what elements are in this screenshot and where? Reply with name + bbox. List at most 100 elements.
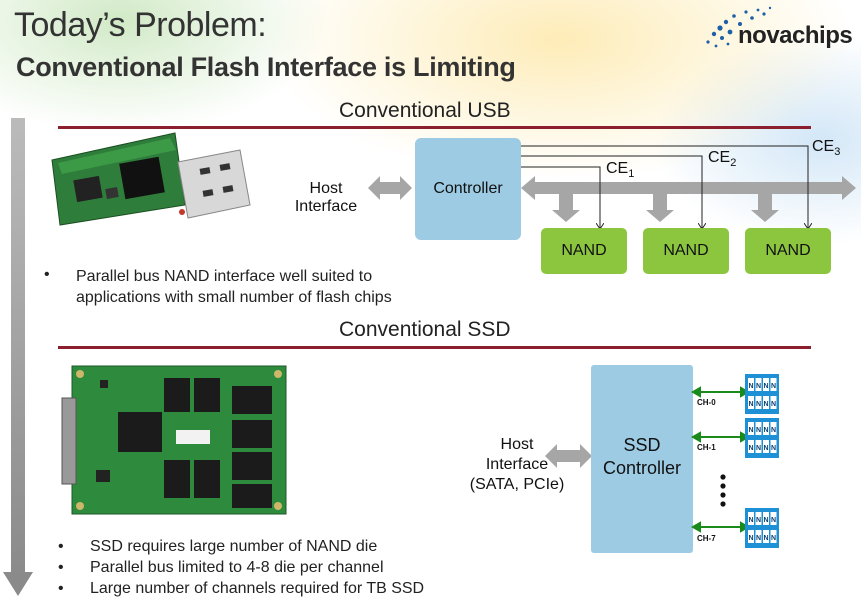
nand-die bbox=[770, 530, 777, 543]
ce3-base: CE bbox=[812, 138, 835, 155]
nand-die bbox=[763, 440, 769, 453]
ssd-bullet-marker: • bbox=[58, 580, 64, 597]
ssd-bullet-text: Large number of channels required for TB… bbox=[90, 580, 425, 597]
nand-die bbox=[763, 512, 769, 525]
nand-die bbox=[755, 530, 762, 543]
nand-die-letter: N bbox=[756, 517, 761, 524]
usb-host-arrow bbox=[368, 176, 412, 200]
nand-die bbox=[763, 530, 769, 543]
chip-enable-lines bbox=[521, 145, 808, 228]
nand-die-letter: N bbox=[763, 427, 768, 434]
ce2-sub: 2 bbox=[730, 157, 737, 170]
usb-stick-image bbox=[40, 130, 255, 230]
nand-die bbox=[755, 440, 762, 453]
usb-host-label-line2: Interface bbox=[294, 198, 358, 215]
ssd-host-label-line3: (SATA, PCIe) bbox=[469, 476, 565, 493]
nand-die-letter: N bbox=[771, 535, 776, 542]
nand-die bbox=[748, 512, 754, 525]
nand-die bbox=[770, 378, 777, 391]
page-subtitle: Conventional Flash Interface is Limiting bbox=[16, 52, 516, 82]
nand-label-3: NAND bbox=[765, 242, 811, 259]
nand-label-2: NAND bbox=[663, 242, 709, 259]
usb-section-divider bbox=[58, 126, 811, 129]
nand-die bbox=[748, 530, 754, 543]
ssd-host-interface-label: Host Interface (SATA, PCIe) bbox=[458, 435, 576, 495]
nand-die bbox=[770, 396, 777, 409]
usb-bullet-text: Parallel bus NAND interface well suited … bbox=[76, 266, 392, 308]
ssd-bullet-text: SSD requires large number of NAND die bbox=[90, 538, 378, 555]
nand-die-letter: N bbox=[756, 401, 761, 408]
nand-chip-1 bbox=[541, 228, 627, 274]
nand-die bbox=[755, 512, 762, 525]
ssd-host-arrow bbox=[545, 444, 592, 468]
nand-die-letter: N bbox=[756, 383, 761, 390]
nand-die-letter: N bbox=[771, 401, 776, 408]
channel-label-7: CH-7 bbox=[697, 534, 716, 543]
nand-label-1: NAND bbox=[561, 242, 607, 259]
nand-die-letter: N bbox=[748, 517, 753, 524]
left-timeline-arrow bbox=[3, 118, 33, 596]
nand-die-letter: N bbox=[763, 401, 768, 408]
channel-label-1: CH-1 bbox=[697, 443, 716, 452]
usb-bullet-line1: Parallel bus NAND interface well suited … bbox=[76, 268, 373, 285]
usb-host-interface-label: Host Interface bbox=[290, 180, 362, 216]
nand-die bbox=[763, 396, 769, 409]
nand-die-letter: N bbox=[756, 445, 761, 452]
ssd-controller-box bbox=[591, 365, 693, 553]
ssd-bullet-marker: • bbox=[58, 538, 64, 555]
nand-die-letter: N bbox=[771, 517, 776, 524]
nand-die bbox=[770, 440, 777, 453]
nand-die bbox=[770, 422, 777, 435]
nand-die bbox=[755, 396, 762, 409]
nand-die-letter: N bbox=[748, 445, 753, 452]
ce1-sub: 1 bbox=[628, 168, 635, 181]
ce2-base: CE bbox=[708, 149, 731, 166]
ssd-controller-label: SSD Controller bbox=[591, 434, 693, 480]
nand-die bbox=[755, 422, 762, 435]
nand-die-letter: N bbox=[748, 401, 753, 408]
ssd-section-divider bbox=[58, 346, 811, 349]
ssd-board-image bbox=[61, 365, 287, 515]
nand-die bbox=[748, 422, 754, 435]
ce3-sub: 3 bbox=[834, 146, 841, 159]
usb-host-label-line1: Host bbox=[309, 180, 343, 197]
ssd-controller-line1: SSD bbox=[623, 435, 661, 455]
nand-die bbox=[748, 440, 754, 453]
nand-die-letter: N bbox=[771, 383, 776, 390]
nand-die bbox=[770, 512, 777, 525]
page-title: Today’s Problem: bbox=[14, 6, 267, 44]
ssd-controller-line2: Controller bbox=[602, 458, 682, 478]
ssd-host-label-line2: Interface bbox=[485, 456, 549, 473]
ssd-bullet-marker: • bbox=[58, 559, 64, 576]
channel-label-0: CH-0 bbox=[697, 398, 716, 407]
nand-chip-3 bbox=[745, 228, 831, 274]
nand-die-letter: N bbox=[763, 445, 768, 452]
nand-die bbox=[763, 378, 769, 391]
nand-die-letter: N bbox=[763, 517, 768, 524]
nand-die-letter: N bbox=[756, 427, 761, 434]
ssd-bullet-item: • SSD requires large number of NAND die bbox=[58, 536, 424, 557]
nand-die-letter: N bbox=[748, 383, 753, 390]
ssd-host-label-line1: Host bbox=[500, 436, 534, 453]
ce1-label: CE1 bbox=[606, 160, 634, 180]
ce2-label: CE2 bbox=[708, 149, 736, 169]
ce3-label: CE3 bbox=[812, 138, 840, 158]
channel-lines bbox=[690, 386, 751, 533]
usb-bus-arrow bbox=[521, 176, 856, 200]
novachips-logo-icon bbox=[706, 6, 772, 48]
usb-section-title: Conventional USB bbox=[339, 99, 511, 122]
nand-die bbox=[748, 396, 754, 409]
nand-die-letter: N bbox=[763, 383, 768, 390]
usb-bullet-line2: applications with small number of flash … bbox=[76, 289, 392, 306]
ssd-bullet-text: Parallel bus limited to 4-8 die per chan… bbox=[90, 559, 384, 576]
ce1-base: CE bbox=[606, 160, 629, 177]
ssd-bullet-item: • Parallel bus limited to 4-8 die per cha… bbox=[58, 557, 424, 578]
usb-bullet-marker: • bbox=[44, 266, 50, 283]
usb-controller-label: Controller bbox=[433, 180, 503, 197]
logo-text: novachips bbox=[738, 22, 853, 49]
usb-controller-box bbox=[415, 138, 521, 240]
nand-die-letter: N bbox=[763, 535, 768, 542]
nand-die-letter: N bbox=[748, 427, 753, 434]
ssd-section-title: Conventional SSD bbox=[339, 318, 511, 341]
